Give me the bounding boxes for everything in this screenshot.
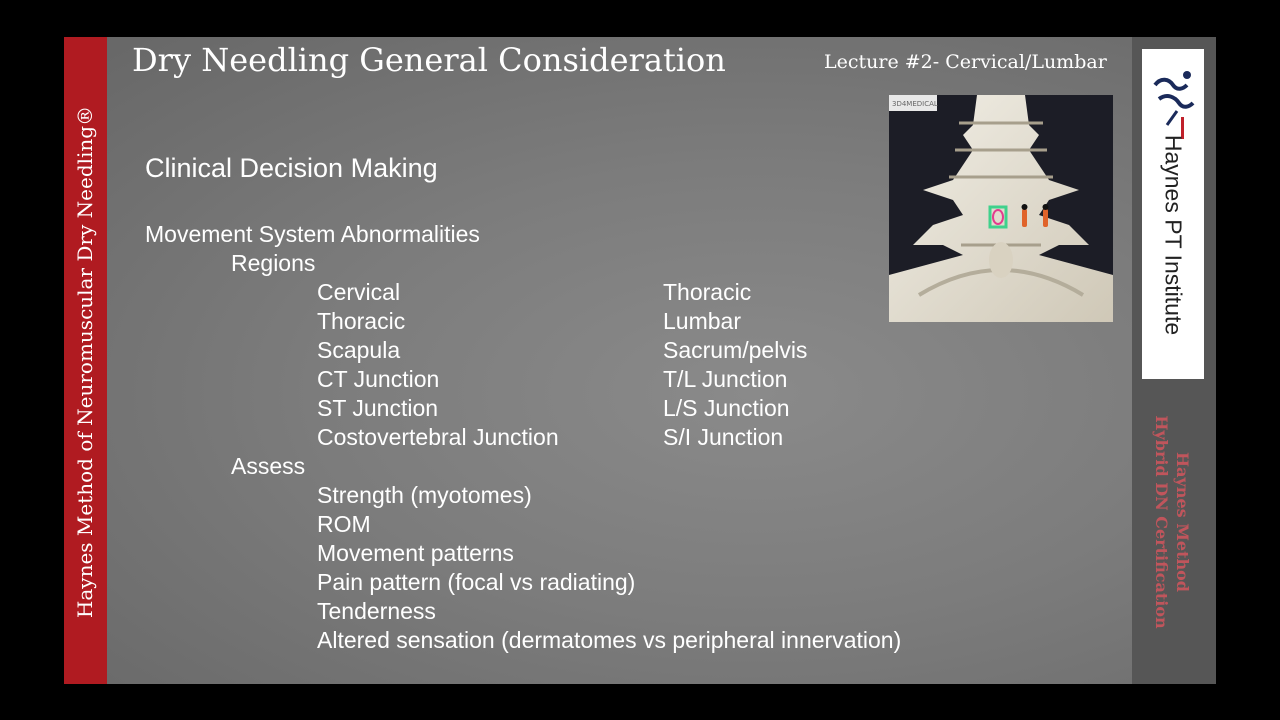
region-item: Sacrum/pelvis <box>663 337 808 363</box>
region-item: S/I Junction <box>663 424 784 450</box>
region-item: Cervical <box>317 279 401 305</box>
slide-content: Clinical Decision Making Movement System… <box>64 37 1064 684</box>
content-subheading: Movement System Abnormalities <box>145 221 480 247</box>
runner-logo-icon <box>1153 71 1195 139</box>
slide: Haynes Method of Neuromuscular Dry Needl… <box>64 37 1216 684</box>
right-panel: Haynes PT Institute Haynes Method Hybrid… <box>1132 37 1216 684</box>
assess-item: ROM <box>317 511 371 537</box>
region-item: L/S Junction <box>663 395 790 421</box>
region-item: Thoracic <box>317 308 406 334</box>
assess-item: Movement patterns <box>317 540 514 566</box>
region-item: Thoracic <box>663 279 752 305</box>
image-watermark: 3D4MEDICAL <box>892 100 938 108</box>
content-heading: Clinical Decision Making <box>145 153 438 183</box>
lecture-label: Lecture #2- Cervical/Lumbar <box>824 51 1107 73</box>
certification-line-1: Haynes Method <box>1173 452 1192 592</box>
spine-anatomy-image: 3D4MEDICAL <box>889 95 1113 322</box>
certification-text: Haynes Method Hybrid DN Certification <box>1151 415 1193 628</box>
assess-label: Assess <box>231 453 306 479</box>
slide-title: Dry Needling General Consideration <box>132 41 726 79</box>
regions-label: Regions <box>231 250 316 276</box>
left-banner: Haynes Method of Neuromuscular Dry Needl… <box>64 37 107 684</box>
assess-item: Altered sensation (dermatomes vs periphe… <box>317 627 902 653</box>
assess-item: Tenderness <box>317 598 436 624</box>
logo-box: Haynes PT Institute <box>1142 49 1204 379</box>
region-item: T/L Junction <box>663 366 788 392</box>
assess-item: Pain pattern (focal vs radiating) <box>317 569 636 595</box>
region-item: ST Junction <box>317 395 439 421</box>
region-item: CT Junction <box>317 366 440 392</box>
region-item: Lumbar <box>663 308 741 334</box>
region-item: Costovertebral Junction <box>317 424 559 450</box>
logo-text: Haynes PT Institute <box>1160 134 1187 336</box>
certification-line-2: Hybrid DN Certification <box>1152 415 1171 629</box>
region-item: Scapula <box>317 337 401 363</box>
spine-illustration: 3D4MEDICAL <box>889 95 1113 322</box>
assess-item: Strength (myotomes) <box>317 482 532 508</box>
